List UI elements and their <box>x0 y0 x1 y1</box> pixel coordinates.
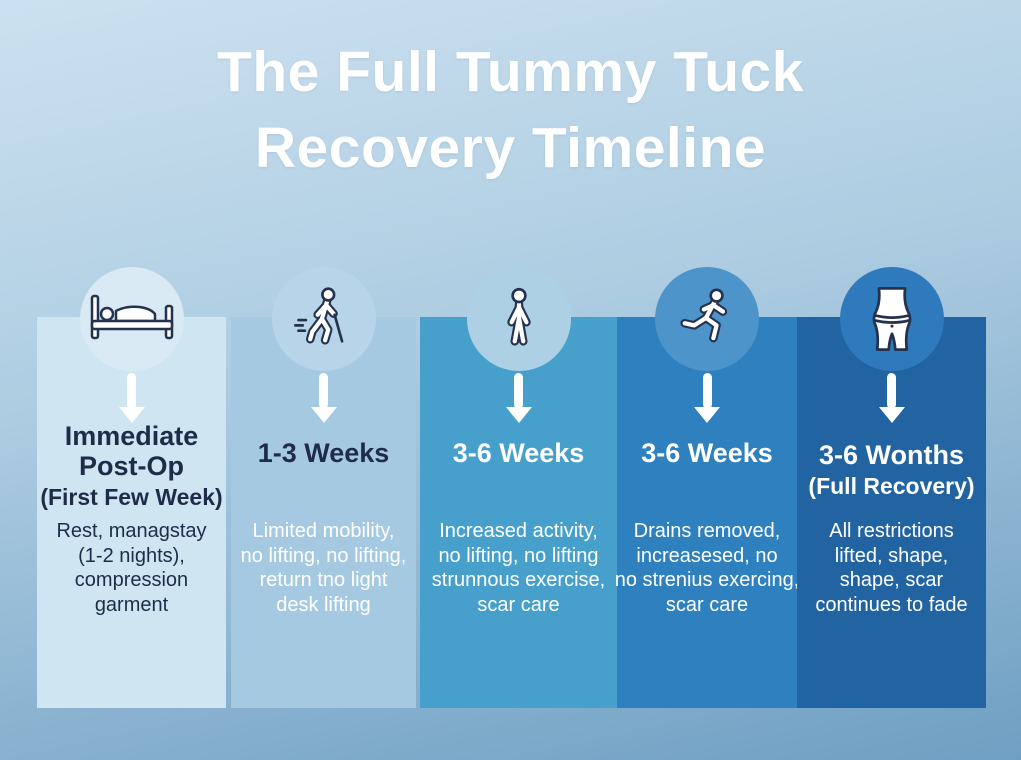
arrow-stem <box>319 373 328 409</box>
stage-icon-circle <box>655 267 759 371</box>
running-person-icon <box>680 288 728 343</box>
arrow-head <box>694 407 720 423</box>
stage-heading: 1-3 Weeks <box>257 438 390 468</box>
stage-subheading: (Full Recovery) <box>808 473 975 499</box>
stage-heading: 3-6 Weeks <box>452 438 585 468</box>
arrow-head <box>878 407 905 423</box>
stage-body: Drains removed, increasesed, no no stren… <box>614 520 800 616</box>
down-arrow-icon <box>310 373 337 423</box>
arrow-head <box>505 407 532 423</box>
down-arrow-icon <box>118 373 145 423</box>
stage-icon-circle <box>466 267 571 371</box>
down-arrow-icon <box>878 373 905 423</box>
stage-body: Rest, managstay (1-2 nights), compressio… <box>56 520 207 616</box>
stage-heading: 3-6 Weeks <box>641 438 773 468</box>
arrow-head <box>310 407 337 423</box>
stage-heading: 3-6 Wonths <box>818 440 964 470</box>
stage-column-1-3-weeks: 1-3 Weeks Limited mobility, no lifting, … <box>231 267 416 708</box>
arrow-head <box>118 407 145 423</box>
stage-column-immediate-post-op: Immediate Post-Op (First Few Week) Rest,… <box>37 267 226 708</box>
stage-body: Increased activity, no lifting, no lifti… <box>431 520 606 616</box>
stage-column-full-recovery: 3-6 Wonths (Full Recovery) All restricti… <box>797 267 986 708</box>
stage-column-3-6-weeks-activity: 3-6 Weeks Increased activity, no lifting… <box>420 267 617 708</box>
down-arrow-icon <box>505 373 532 423</box>
stage-body: Limited mobility, no lifting, no lifting… <box>240 520 407 616</box>
stage-subheading: (First Few Week) <box>40 484 223 510</box>
stage-body: All restrictions lifted, shape, shape, s… <box>815 520 968 616</box>
tummy-icon <box>872 287 911 351</box>
walking-person-with-cane-icon <box>293 287 343 345</box>
arrow-stem <box>887 373 896 409</box>
stage-icon-circle <box>839 267 944 371</box>
down-arrow-icon <box>694 373 720 423</box>
bed-icon <box>90 294 173 340</box>
arrow-stem <box>127 373 136 409</box>
stage-icon-circle <box>79 267 184 371</box>
page-title: The Full Tummy Tuck Recovery Timeline <box>217 40 804 180</box>
stage-column-3-6-weeks-drains: 3-6 Weeks Drains removed, increasesed, n… <box>615 267 799 708</box>
arrow-stem <box>702 373 712 409</box>
arrow-stem <box>514 373 523 409</box>
stage-heading: Immediate Post-Op <box>64 421 199 481</box>
standing-person-icon <box>506 287 531 346</box>
stage-icon-circle <box>271 267 376 371</box>
